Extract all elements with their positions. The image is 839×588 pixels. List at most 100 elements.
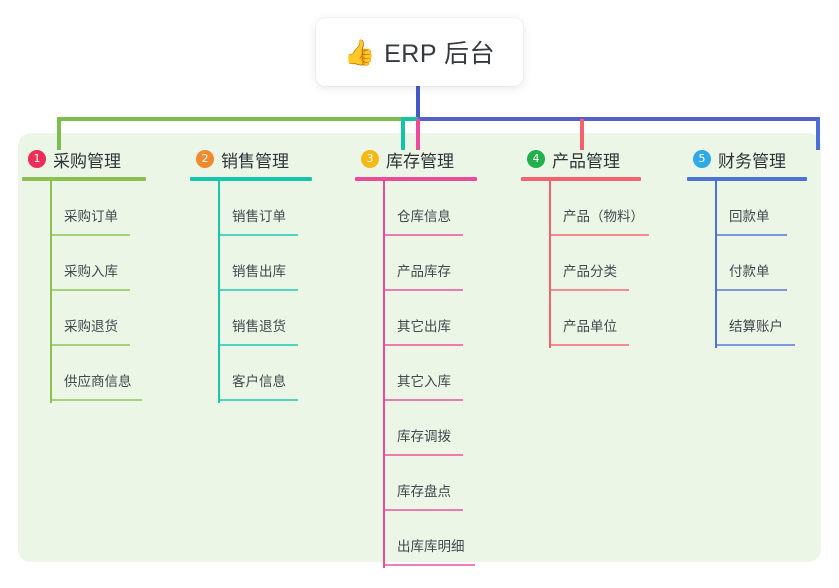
- leaf-item-label: 销售退货: [232, 319, 286, 334]
- leaf-item[interactable]: 销售订单: [218, 181, 312, 236]
- column-number-badge-product: 4: [527, 150, 545, 168]
- drop-col-4: [580, 119, 584, 150]
- leaf-item-label: 其它出库: [397, 319, 451, 334]
- leaf-item-label: 产品分类: [563, 264, 617, 279]
- column-rule-purchase: [22, 177, 146, 181]
- leaf-list-finance: 回款单付款单结算账户: [715, 181, 807, 348]
- leaf-item[interactable]: 采购入库: [50, 236, 146, 291]
- leaf-item[interactable]: 客户信息: [218, 346, 312, 401]
- trunk-connector-product: [549, 181, 551, 348]
- leaf-item-label: 库存盘点: [397, 484, 451, 499]
- leaf-item-rule: [383, 509, 463, 511]
- leaf-item[interactable]: 产品（物料）: [549, 181, 649, 236]
- column-number-badge-sales: 2: [196, 150, 214, 168]
- leaf-item-label: 库存调拨: [397, 429, 451, 444]
- column-title-finance: 财务管理: [718, 151, 786, 171]
- column-rule-finance: [687, 177, 807, 181]
- leaf-item-rule: [50, 289, 130, 291]
- column-title-inventory: 库存管理: [386, 151, 454, 171]
- leaf-item-rule: [218, 344, 298, 346]
- root-node-label: ERP 后台: [384, 40, 496, 68]
- leaf-item-label: 采购入库: [64, 264, 118, 279]
- leaf-item-label: 产品单位: [563, 319, 617, 334]
- leaf-item[interactable]: 回款单: [715, 181, 807, 236]
- drop-col-2: [401, 119, 405, 150]
- column-title-purchase: 采购管理: [53, 151, 121, 171]
- leaf-item[interactable]: 采购退货: [50, 291, 146, 346]
- leaf-item-rule: [383, 454, 463, 456]
- leaf-item-label: 供应商信息: [64, 374, 132, 389]
- column-rule-product: [521, 177, 641, 181]
- leaf-item-label: 结算账户: [729, 319, 783, 334]
- leaf-item-rule: [50, 344, 130, 346]
- column-header-purchase[interactable]: 1 采购管理: [22, 147, 146, 171]
- horizontal-connector-segment-1: [57, 117, 401, 121]
- leaf-list-inventory: 仓库信息产品库存其它出库其它入库库存调拨库存盘点出库库明细: [383, 181, 477, 568]
- leaf-item-rule: [383, 289, 463, 291]
- leaf-item-rule: [715, 344, 795, 346]
- drop-col-1: [57, 119, 61, 150]
- root-node[interactable]: 👍 ERP 后台: [316, 18, 523, 86]
- leaf-item-label: 销售出库: [232, 264, 286, 279]
- trunk-connector-finance: [715, 181, 717, 348]
- leaf-item-label: 其它入库: [397, 374, 451, 389]
- leaf-item-label: 采购退货: [64, 319, 118, 334]
- leaf-list-sales: 销售订单销售出库销售退货客户信息: [218, 181, 312, 403]
- leaf-item-rule: [549, 344, 629, 346]
- leaf-item[interactable]: 供应商信息: [50, 346, 146, 401]
- leaf-item-label: 出库库明细: [397, 539, 465, 554]
- leaf-item[interactable]: 结算账户: [715, 291, 807, 346]
- leaf-item-rule: [383, 564, 475, 566]
- diagram-background-panel: [18, 133, 821, 562]
- leaf-item[interactable]: 出库库明细: [383, 511, 477, 566]
- leaf-item[interactable]: 库存盘点: [383, 456, 477, 511]
- column-number-badge-purchase: 1: [28, 150, 46, 168]
- column-title-sales: 销售管理: [221, 151, 289, 171]
- leaf-item[interactable]: 库存调拨: [383, 401, 477, 456]
- root-stem-connector: [416, 86, 420, 120]
- leaf-item[interactable]: 产品分类: [549, 236, 641, 291]
- column-header-product[interactable]: 4 产品管理: [521, 147, 641, 171]
- column-purchase: 1 采购管理采购订单采购入库采购退货供应商信息: [22, 147, 146, 403]
- leaf-item-label: 销售订单: [232, 209, 286, 224]
- leaf-item-rule: [218, 289, 298, 291]
- leaf-list-product: 产品（物料） 产品分类产品单位: [549, 181, 649, 348]
- trunk-connector-sales: [218, 181, 220, 403]
- column-rule-inventory: [355, 177, 477, 181]
- leaf-item[interactable]: 采购订单: [50, 181, 146, 236]
- leaf-item-rule: [549, 289, 629, 291]
- leaf-item-rule: [549, 234, 649, 236]
- column-header-finance[interactable]: 5 财务管理: [687, 147, 807, 171]
- leaf-item[interactable]: 付款单: [715, 236, 807, 291]
- drop-col-5: [816, 119, 820, 150]
- column-header-sales[interactable]: 2 销售管理: [190, 147, 312, 171]
- leaf-item[interactable]: 仓库信息: [383, 181, 477, 236]
- leaf-item-label: 仓库信息: [397, 209, 451, 224]
- leaf-item[interactable]: 销售退货: [218, 291, 312, 346]
- column-sales: 2 销售管理销售订单销售出库销售退货客户信息: [190, 147, 312, 403]
- leaf-item-rule: [218, 234, 298, 236]
- leaf-item-label: 客户信息: [232, 374, 286, 389]
- leaf-item[interactable]: 其它入库: [383, 346, 477, 401]
- drop-col-3: [416, 119, 420, 150]
- leaf-item-rule: [383, 399, 463, 401]
- leaf-item-label: 产品（物料）: [563, 209, 644, 224]
- leaf-item-rule: [218, 399, 298, 401]
- leaf-item-label: 付款单: [729, 264, 770, 279]
- leaf-item-rule: [50, 399, 142, 401]
- leaf-item-label: 回款单: [729, 209, 770, 224]
- column-finance: 5 财务管理回款单付款单结算账户: [687, 147, 807, 348]
- horizontal-connector-segment-3: [418, 117, 820, 121]
- thumbs-up-icon: 👍: [343, 38, 376, 67]
- leaf-item[interactable]: 产品库存: [383, 236, 477, 291]
- trunk-connector-inventory: [383, 181, 385, 568]
- leaf-item[interactable]: 产品单位: [549, 291, 641, 346]
- leaf-item-rule: [715, 289, 787, 291]
- leaf-item[interactable]: 其它出库: [383, 291, 477, 346]
- leaf-item-label: 产品库存: [397, 264, 451, 279]
- leaf-item[interactable]: 销售出库: [218, 236, 312, 291]
- column-number-badge-finance: 5: [693, 150, 711, 168]
- column-title-product: 产品管理: [552, 151, 620, 171]
- leaf-item-label: 采购订单: [64, 209, 118, 224]
